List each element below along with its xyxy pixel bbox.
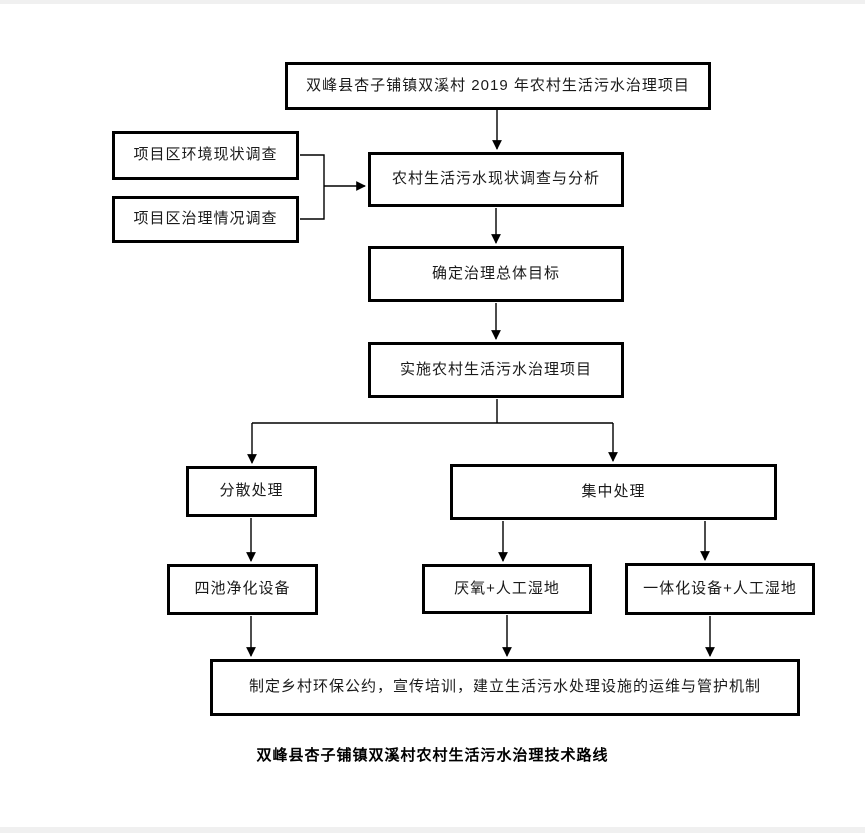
page-edge-bottom — [0, 827, 865, 833]
diagram-caption: 双峰县杏子铺镇双溪村农村生活污水治理技术路线 — [256, 747, 609, 764]
split-connector — [252, 399, 613, 424]
node-anaerobic-wetland: 厌氧+人工湿地 — [422, 564, 592, 614]
node-maintenance-mechanism: 制定乡村环保公约，宣传培训，建立生活污水处理设施的运维与管护机制 — [210, 659, 800, 716]
node-treatment-survey: 项目区治理情况调查 — [112, 196, 299, 243]
bracket-surveys — [300, 154, 325, 220]
node-env-survey: 项目区环境现状调查 — [112, 131, 299, 180]
node-four-pond-equipment: 四池净化设备 — [167, 564, 318, 615]
node-centralized-treatment: 集中处理 — [450, 464, 777, 520]
node-integrated-wetland: 一体化设备+人工湿地 — [625, 563, 815, 615]
node-status-analysis: 农村生活污水现状调查与分析 — [368, 152, 624, 207]
node-project-title: 双峰县杏子铺镇双溪村 2019 年农村生活污水治理项目 — [285, 62, 711, 110]
node-dispersed-treatment: 分散处理 — [186, 466, 317, 517]
node-overall-goal: 确定治理总体目标 — [368, 246, 624, 302]
node-implement-project: 实施农村生活污水治理项目 — [368, 342, 624, 398]
page-edge-top — [0, 0, 865, 4]
